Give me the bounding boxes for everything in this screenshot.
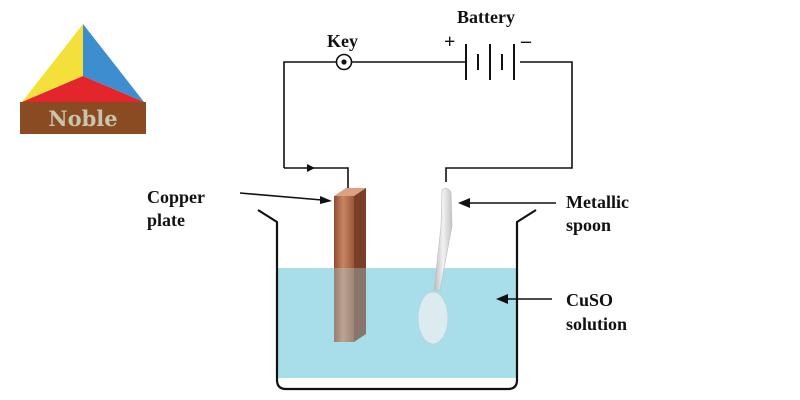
solution-label-line2: solution [566, 314, 627, 334]
key-switch[interactable] [335, 53, 353, 71]
metallic-spoon [417, 188, 453, 345]
current-arrow-icon [307, 164, 315, 172]
wire-right [445, 61, 573, 182]
copper-plate-label-line1: Copper [147, 187, 205, 207]
copper-pointer-line [239, 192, 323, 201]
solution-label-line1: CuSO [566, 290, 613, 310]
copper-plate [334, 188, 366, 342]
key-label: Key [327, 31, 358, 51]
logo-plate [20, 102, 146, 134]
label-arrows [239, 192, 556, 304]
battery [465, 44, 515, 80]
wire-left [283, 61, 336, 168]
spoon-label-line2: spoon [566, 215, 611, 235]
spoon-bowl [417, 291, 449, 345]
copper-plate-top [334, 188, 366, 196]
battery-plus-sign: + [444, 31, 455, 53]
solution-pointer-icon [496, 294, 508, 304]
spoon-handle [433, 188, 453, 291]
copper-plate-label-line2: plate [147, 210, 185, 230]
battery-label: Battery [457, 7, 515, 27]
beaker [257, 209, 537, 391]
copper-plate-side [354, 188, 366, 342]
circuit-wire [283, 61, 573, 188]
cuso-solution [277, 268, 517, 378]
logo-red-face [22, 76, 144, 102]
battery-minus-sign: – [520, 30, 532, 52]
spoon-label-line1: Metallic [566, 192, 629, 212]
logo-text: Noble [48, 106, 117, 131]
noble-logo: Noble [20, 24, 146, 134]
copper-pointer-icon [320, 196, 332, 204]
key-dot [341, 59, 347, 65]
copper-plate-face [334, 196, 354, 342]
wire-to-copper [284, 167, 349, 188]
spoon-pointer-icon [458, 198, 470, 208]
copper-plate-submerged-tint [334, 268, 366, 342]
